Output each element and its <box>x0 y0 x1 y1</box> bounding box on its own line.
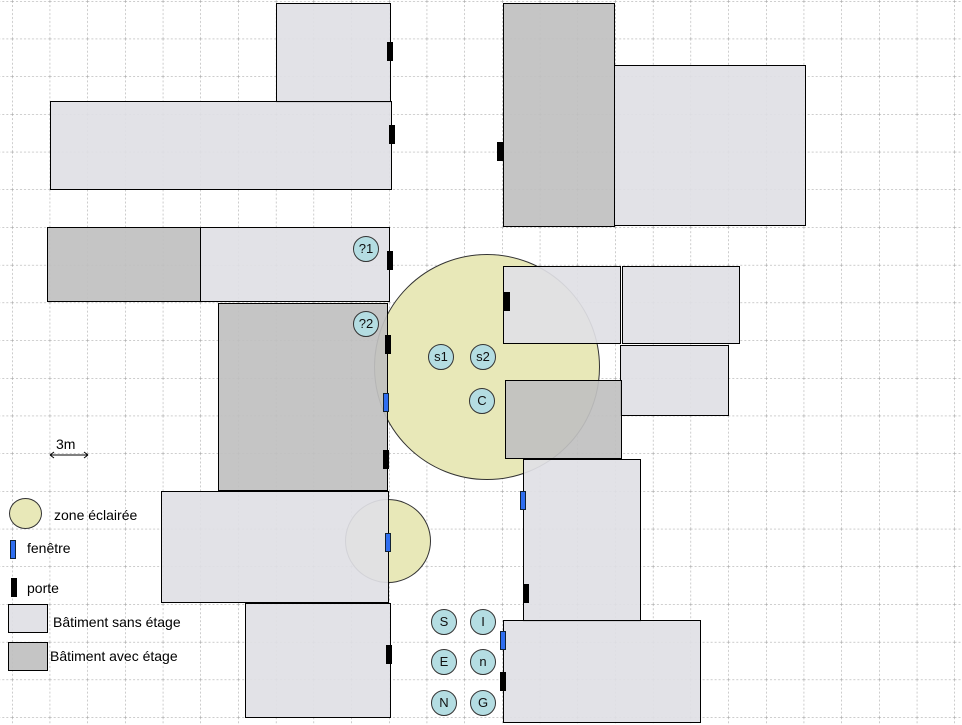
door <box>383 450 389 469</box>
building-single-storey <box>614 65 806 226</box>
building-single-storey <box>622 266 740 344</box>
window <box>500 631 506 650</box>
door <box>387 251 393 270</box>
scale-label: 3m <box>56 436 76 452</box>
building-single-storey <box>245 603 391 718</box>
legend-window-label: fenêtre <box>27 540 71 556</box>
building-multi-storey <box>47 227 201 302</box>
building-multi-storey <box>503 3 615 227</box>
marker-q2: ?2 <box>353 311 379 337</box>
door <box>497 142 503 161</box>
marker-I: I <box>470 609 496 635</box>
legend-multi-storey-swatch <box>8 642 48 671</box>
door <box>389 125 395 144</box>
door <box>387 42 393 61</box>
legend-window-swatch <box>10 540 16 559</box>
building-single-storey <box>620 345 729 416</box>
building-multi-storey <box>505 380 622 459</box>
window <box>385 533 391 552</box>
window <box>383 393 389 412</box>
legend-single-storey-label: Bâtiment sans étage <box>53 614 181 630</box>
legend-door-swatch <box>11 578 17 597</box>
door <box>386 645 392 664</box>
scale-arrow-icon <box>49 451 89 459</box>
marker-N: N <box>431 690 457 716</box>
door <box>385 335 391 354</box>
building-single-storey <box>161 491 389 603</box>
legend-multi-storey-label: Bâtiment avec étage <box>50 648 178 664</box>
door <box>523 584 529 603</box>
building-single-storey <box>503 620 701 723</box>
building-single-storey <box>523 459 641 622</box>
marker-c: C <box>469 388 495 414</box>
window <box>520 491 526 510</box>
door <box>504 292 510 311</box>
legend-lit-zone-label: zone éclairée <box>54 507 138 523</box>
door <box>500 672 506 691</box>
building-single-storey <box>503 266 621 344</box>
legend-lit-zone-swatch <box>9 498 42 529</box>
marker-G: G <box>470 690 496 716</box>
marker-q1: ?1 <box>353 236 379 262</box>
building-single-storey <box>50 101 392 190</box>
marker-S: S <box>431 609 457 635</box>
building-single-storey <box>276 3 391 103</box>
marker-E: E <box>431 649 457 675</box>
legend-single-storey-swatch <box>8 604 48 633</box>
marker-s2: s2 <box>470 344 496 370</box>
legend-door-label: porte <box>27 580 59 596</box>
marker-n: n <box>470 649 496 675</box>
marker-s1: s1 <box>428 344 454 370</box>
